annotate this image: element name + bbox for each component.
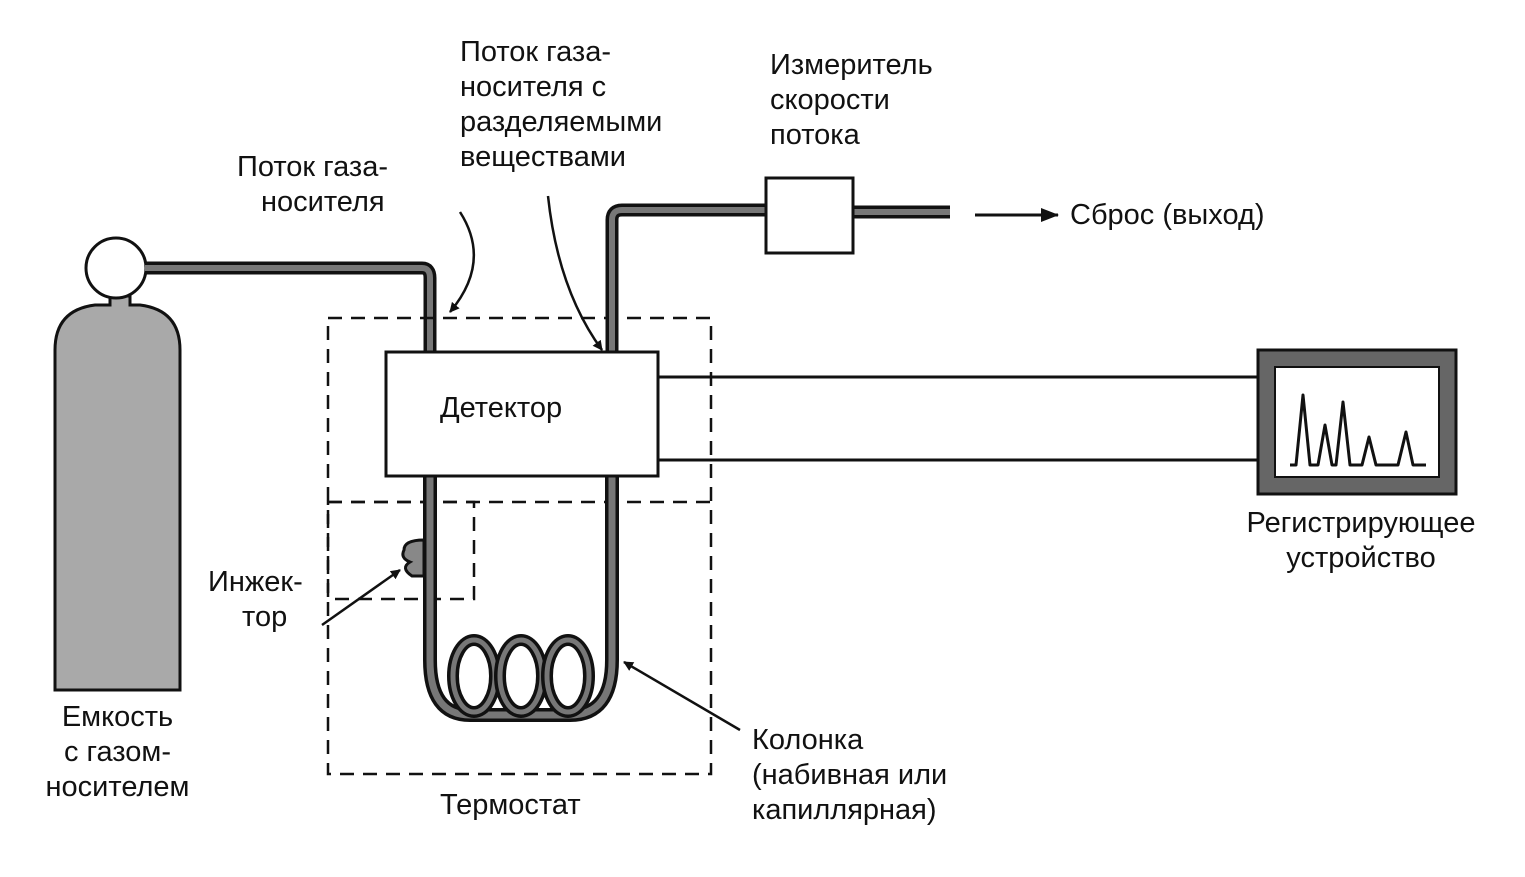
pointer-injector	[321, 568, 401, 627]
label-injector: Инжек- тор	[208, 566, 303, 633]
label-thermostat: Термостат	[440, 789, 581, 821]
regulator-valve	[84, 236, 148, 300]
label-carrier-flow: Поток газа- носителя	[237, 151, 388, 218]
label-recorder: Регистрирующее устройство	[1246, 507, 1476, 574]
flow-meter-box	[764, 176, 855, 255]
outlet-pipe	[605, 203, 950, 352]
pointer-carrier-flow	[449, 211, 476, 313]
label-column: Колонка (набивная или капиллярная)	[752, 724, 948, 826]
injector-septum	[401, 538, 426, 578]
recorder-device	[1256, 348, 1458, 496]
chromatogram-trace	[1290, 393, 1426, 467]
label-cylinder: Емкость с газом- носителем	[45, 701, 190, 803]
column-tube	[401, 476, 619, 722]
label-exhaust: Сброс (выход)	[1070, 199, 1265, 231]
pointer-analyte-flow	[546, 195, 604, 351]
label-carrier-with-analytes: Поток газа- носителя с разделяемыми веще…	[460, 36, 663, 173]
gas-cylinder	[53, 236, 182, 692]
label-detector: Детектор	[440, 392, 563, 424]
label-flow-meter: Измеритель скорости потока	[770, 49, 933, 151]
injector-heated-zone	[326, 500, 476, 601]
column-coils	[447, 634, 595, 718]
detector-box	[384, 350, 660, 478]
pointer-column	[623, 660, 741, 732]
carrier-inlet-pipe	[145, 261, 437, 352]
